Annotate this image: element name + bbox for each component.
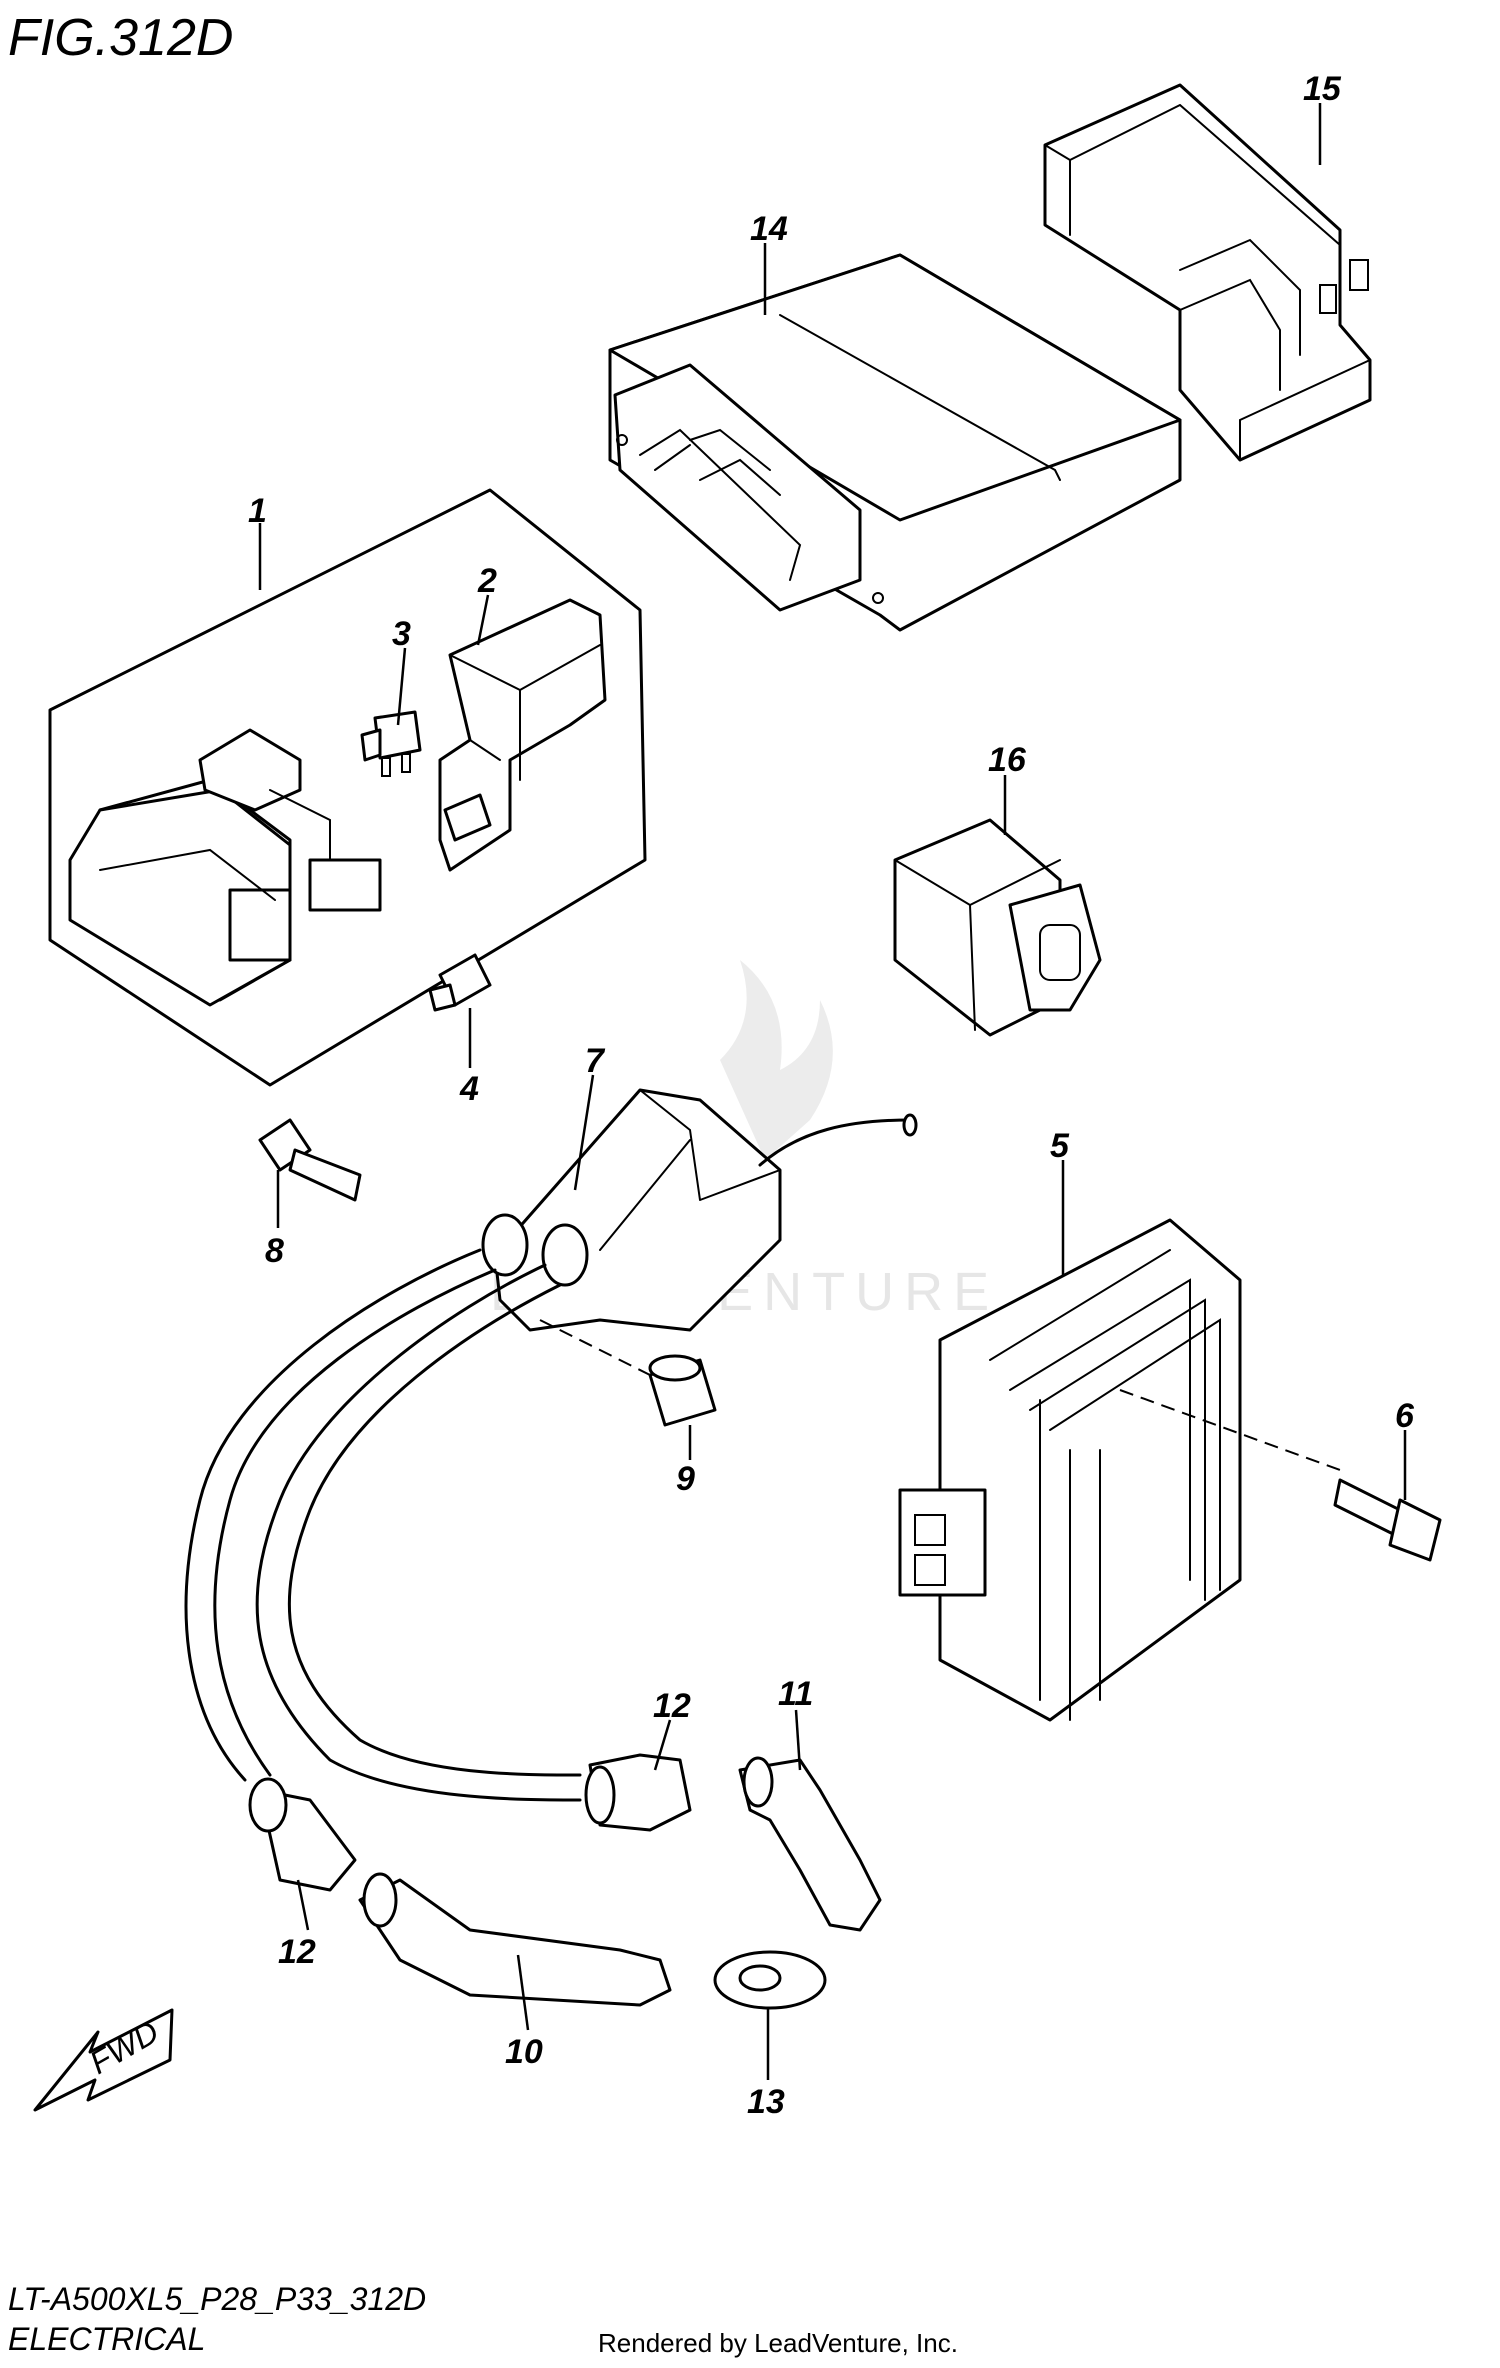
callout-6: 6 [1395,1397,1415,1435]
part-1-relay-group-frame [48,488,647,1087]
render-credit: Rendered by LeadVenture, Inc. [598,2328,958,2358]
callout-3: 3 [392,615,411,653]
fwd-direction-arrow: FWD [33,2008,174,2112]
part-2-fuse-box [438,598,607,872]
part-12-boot-right [584,1753,692,1832]
part-14-ecm [608,253,1182,632]
part-8-bolt [258,1118,362,1202]
callout-13: 13 [747,2083,785,2121]
callout-2: 2 [477,562,497,600]
callout-12-right: 12 [653,1687,691,1725]
model-code: LT-A500XL5_P28_P33_312D [8,2281,426,2317]
callout-11: 11 [778,1675,813,1713]
figure-title: FIG.312D [8,9,233,67]
part-6-bolt [1333,1478,1442,1562]
callout-4: 4 [459,1070,479,1108]
callout-16: 16 [988,741,1027,779]
part-13-washer [713,1950,827,2010]
part-15-cover [1043,83,1372,462]
part-9-dash [539,1319,651,1376]
section-name: ELECTRICAL [8,2321,205,2357]
callout-9: 9 [676,1460,695,1498]
callout-12-left: 12 [278,1933,316,1971]
part-9-collar [648,1354,717,1427]
part-6-dash [1119,1389,1341,1471]
watermark-logo [720,960,833,1160]
callout-5: 5 [1050,1127,1070,1165]
callout-7: 7 [585,1042,606,1080]
callout-1: 1 [248,492,267,530]
callout-15: 15 [1303,70,1342,108]
part-5-regulator [898,1218,1242,1722]
leader-lines [258,103,1407,2080]
part-1-starter-relay [68,728,382,1007]
part-11-plug-cap [738,1756,882,1932]
part-3-fuse [360,710,422,777]
part-4-screw [428,953,492,1012]
callout-14: 14 [750,210,788,248]
part-16-connector [893,818,1102,1037]
part-10-plug-cap [358,1872,672,2007]
part-7-ignition-coil [184,1088,918,1802]
part-12-boot-left [248,1777,357,1892]
callout-8: 8 [265,1232,284,1270]
callout-10: 10 [505,2033,543,2071]
